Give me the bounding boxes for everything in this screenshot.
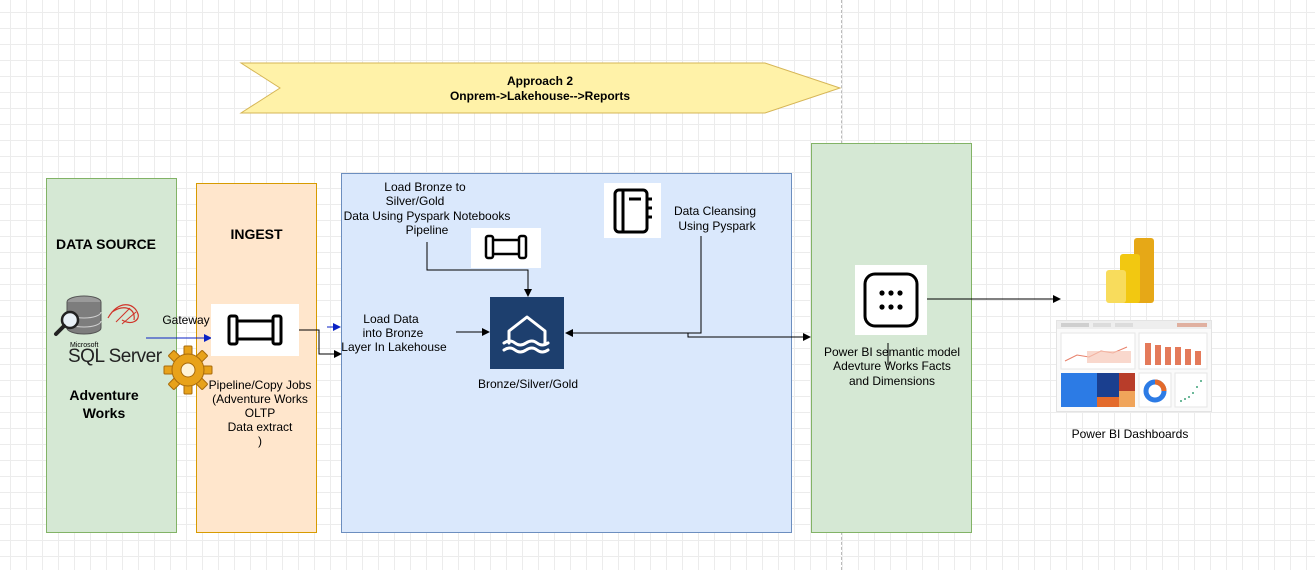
- data-source-name-line1: Adventure: [69, 387, 139, 403]
- load-bronze-line2: into Bronze: [362, 326, 424, 340]
- load-silver-line4: Pipeline: [405, 223, 449, 237]
- ingest-caption-line4: Data extract: [227, 420, 293, 434]
- ingest-title: INGEST: [230, 226, 283, 242]
- load-silver-line1: Load Bronze to: [384, 180, 466, 194]
- load-bronze-line1: Load Data: [363, 312, 419, 326]
- dashboard-thumbnail: [1056, 320, 1212, 412]
- data-source-name-line2: Works: [82, 405, 126, 421]
- gear-icon: [162, 340, 214, 396]
- load-bronze-line3: Layer In Lakehouse: [341, 340, 447, 354]
- sql-server-microsoft-label: Microsoft: [70, 342, 99, 349]
- banner-subtitle: Onprem->Lakehouse-->Reports: [449, 89, 631, 103]
- sql-server-label: SQL Server: [68, 346, 162, 367]
- ingest-caption-line5: ): [258, 434, 262, 448]
- data-source-title: DATA SOURCE: [55, 236, 157, 252]
- ingest-caption-line3: OLTP: [244, 406, 276, 420]
- lakehouse-panel: [341, 173, 792, 533]
- lakehouse-icon: [490, 297, 564, 369]
- notebook-pipeline-icon: [471, 228, 541, 268]
- cleansing-line1: Data Cleansing: [673, 204, 757, 218]
- load-silver-line2: Silver/Gold: [385, 194, 445, 208]
- semantic-caption-line2: Adevture Works Facts: [833, 359, 951, 373]
- data-source-panel: [46, 178, 177, 533]
- semantic-model-panel: [811, 143, 972, 533]
- ingest-caption-line2: (Adventure Works: [212, 392, 308, 406]
- dashboards-label: Power BI Dashboards: [1071, 427, 1189, 441]
- ingest-panel: [196, 183, 317, 533]
- semantic-caption-line1: Power BI semantic model: [823, 345, 961, 359]
- sql-server-icon: [52, 290, 162, 360]
- banner-title: Approach 2: [506, 74, 573, 88]
- approach-banner: [239, 62, 842, 114]
- notebook-icon: [604, 183, 661, 238]
- lakehouse-label: Bronze/Silver/Gold: [477, 377, 579, 391]
- semantic-caption-line3: and Dimensions: [848, 374, 936, 388]
- cleansing-line2: Using Pyspark: [678, 219, 756, 233]
- gateway-label: Gateway: [162, 313, 210, 327]
- copy-pipeline-icon: [211, 304, 299, 356]
- semantic-model-icon: [855, 265, 927, 335]
- load-silver-line3: Data Using Pyspark Notebooks: [343, 209, 511, 223]
- powerbi-logo-icon: [1102, 238, 1156, 304]
- ingest-caption-line1: Pipeline/Copy Jobs: [208, 378, 312, 392]
